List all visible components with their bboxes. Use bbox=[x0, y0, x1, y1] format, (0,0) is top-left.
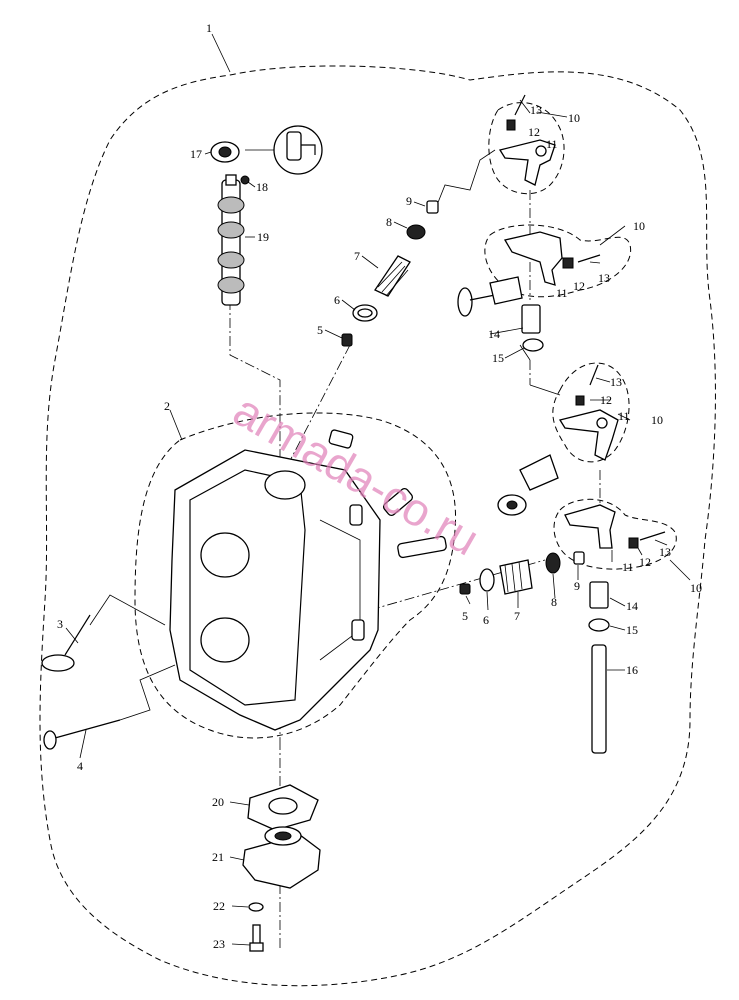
callout-3: 3 bbox=[57, 617, 63, 631]
callout-5-upper: 5 bbox=[317, 323, 323, 337]
callout-12-right: 12 bbox=[600, 393, 612, 407]
intake-valve bbox=[41, 614, 91, 672]
rocker-group-boundary-mid bbox=[484, 224, 632, 298]
callout-10-mid: 10 bbox=[633, 219, 645, 233]
callout-12-low: 12 bbox=[639, 555, 651, 569]
cylinder-head bbox=[169, 449, 381, 731]
callout-11-top: 11 bbox=[546, 137, 558, 151]
callout-17: 17 bbox=[190, 147, 202, 161]
bolt bbox=[249, 924, 264, 952]
callout-21: 21 bbox=[212, 850, 224, 864]
washer bbox=[248, 902, 264, 912]
pin-detail-circle bbox=[273, 125, 323, 175]
callout-9-upper: 9 bbox=[406, 194, 412, 208]
callout-16: 16 bbox=[626, 663, 638, 677]
callout-23: 23 bbox=[213, 937, 225, 951]
cylinder-head-boundary-2 bbox=[134, 412, 457, 739]
callout-6-upper: 6 bbox=[334, 293, 340, 307]
camshaft bbox=[217, 174, 245, 306]
thermostat-housing bbox=[242, 826, 321, 889]
leader-lines bbox=[65, 33, 691, 946]
rocker-group-boundary-top bbox=[488, 102, 565, 195]
connector-lines bbox=[89, 149, 561, 721]
gasket bbox=[247, 784, 319, 831]
rocker-arm-mid bbox=[457, 231, 601, 352]
pushrod-column bbox=[588, 581, 610, 754]
callout-9-lower: 9 bbox=[574, 579, 580, 593]
callout-15-lower: 15 bbox=[626, 623, 638, 637]
callout-15-upper: 15 bbox=[492, 351, 504, 365]
callout-13-top: 13 bbox=[530, 103, 542, 117]
callout-8-lower: 8 bbox=[551, 595, 557, 609]
rocker-arm-top bbox=[498, 94, 556, 186]
callout-8-upper: 8 bbox=[386, 215, 392, 229]
callout-14-lower: 14 bbox=[626, 599, 638, 613]
callout-6-lower: 6 bbox=[483, 613, 489, 627]
callout-labels: 1 2 3 4 5 5 6 6 7 7 8 8 9 9 10 10 10 10 … bbox=[57, 21, 702, 951]
callout-20: 20 bbox=[212, 795, 224, 809]
callout-22: 22 bbox=[213, 899, 225, 913]
callout-2: 2 bbox=[164, 399, 170, 413]
bearing bbox=[210, 141, 240, 163]
studs bbox=[328, 429, 447, 559]
callout-13-low: 13 bbox=[659, 545, 671, 559]
callout-19: 19 bbox=[257, 230, 269, 244]
callout-1: 1 bbox=[206, 21, 212, 35]
callout-5-lower: 5 bbox=[462, 609, 468, 623]
assembly-boundary-1 bbox=[39, 65, 716, 987]
callout-4: 4 bbox=[77, 759, 83, 773]
callout-11-mid: 11 bbox=[556, 286, 568, 300]
callout-11-low: 11 bbox=[622, 560, 634, 574]
callout-13-mid: 13 bbox=[598, 271, 610, 285]
callout-11-right: 11 bbox=[618, 409, 630, 423]
callout-10-top: 10 bbox=[568, 111, 580, 125]
exhaust-valve bbox=[43, 719, 121, 750]
valve-train-upper bbox=[341, 200, 439, 347]
callout-12-top: 12 bbox=[528, 125, 540, 139]
pin bbox=[240, 175, 250, 185]
callout-7-lower: 7 bbox=[514, 609, 520, 623]
callout-10-right: 10 bbox=[651, 413, 663, 427]
rocker-arm-low bbox=[564, 504, 666, 549]
callout-10-low: 10 bbox=[690, 581, 702, 595]
callout-7-upper: 7 bbox=[354, 249, 360, 263]
rocker-arm-right bbox=[558, 364, 619, 461]
rocker-group-boundary-right bbox=[552, 362, 630, 463]
valve-spring-center bbox=[497, 454, 559, 516]
valve-train-lower bbox=[459, 551, 585, 595]
callout-18: 18 bbox=[256, 180, 268, 194]
callout-13-right: 13 bbox=[610, 375, 622, 389]
callout-14-upper: 14 bbox=[488, 327, 500, 341]
callout-12-mid: 12 bbox=[573, 279, 585, 293]
